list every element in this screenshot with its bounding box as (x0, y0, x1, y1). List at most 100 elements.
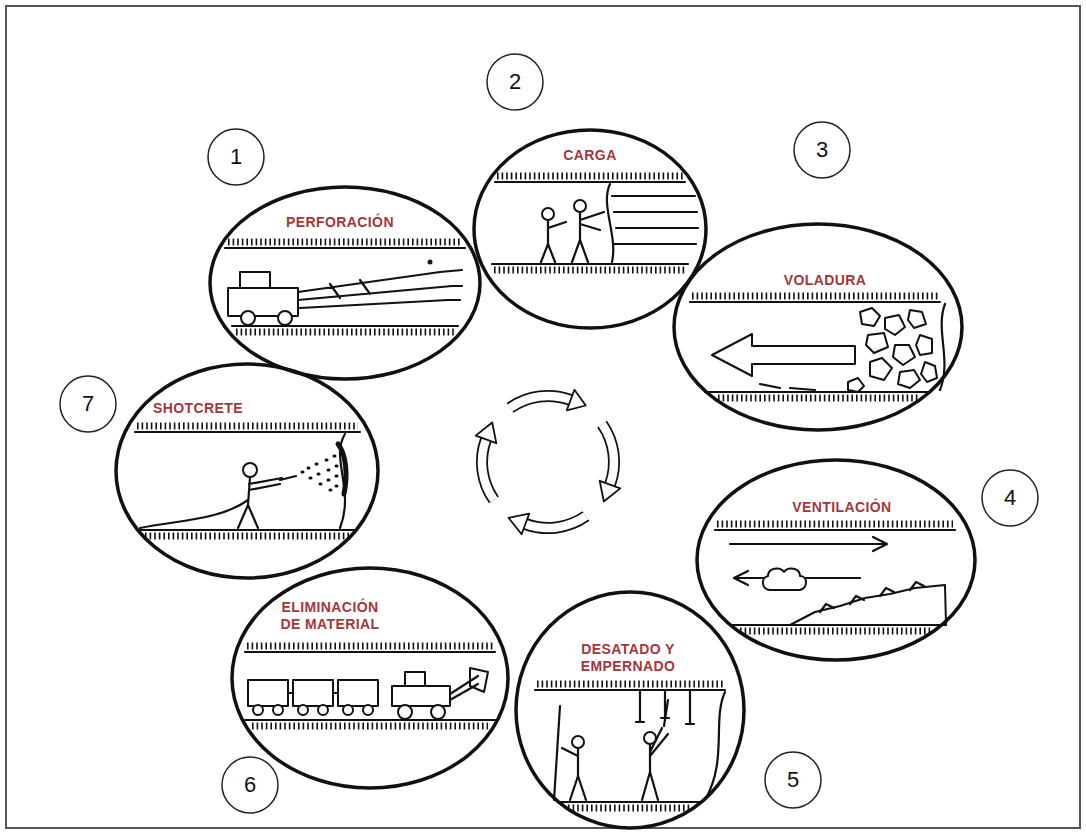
callout-number: 6 (222, 757, 278, 813)
cycle-arrow-shaft (510, 396, 570, 408)
blast-arrow (712, 334, 855, 376)
step-title: ELIMINACIÓN DE MATERIAL (272, 599, 388, 633)
tunnel-lines (715, 530, 955, 625)
rock-hatch (137, 426, 358, 536)
step-circle: ELIMINACIÓN DE MATERIAL (230, 566, 510, 790)
step-outline (114, 362, 380, 580)
callout-number-holder: 5 (765, 752, 821, 808)
tunnel-lines (535, 690, 725, 802)
step-title: SHOTCRETE (153, 400, 243, 417)
drilling-sketch (225, 242, 465, 332)
step-outline (695, 458, 977, 662)
cycle-arrow-shaft (482, 439, 494, 500)
mucking-sketch (245, 646, 495, 726)
tunnel-lines (245, 652, 495, 720)
blasting-sketch (690, 296, 945, 398)
cycle-arrows (476, 390, 621, 535)
frame (6, 6, 1080, 828)
step-ellipse (516, 592, 744, 828)
charging-sketch (492, 176, 698, 270)
worker-head (572, 736, 584, 748)
rock-hatch (692, 296, 938, 398)
step-title: PERFORACIÓN (286, 214, 394, 231)
wheel (318, 705, 328, 715)
callout-circle (982, 470, 1038, 526)
bolting-worker (642, 700, 668, 800)
rock-hatch (494, 176, 686, 270)
callout-circle (208, 129, 264, 185)
rock-hatch (537, 684, 723, 808)
step-title: CARGA (563, 147, 616, 164)
spray (302, 456, 337, 490)
tunnel-lines (690, 302, 945, 392)
air-arrows (730, 537, 887, 585)
callout-number-holder: 6 (222, 757, 278, 813)
worker-head (574, 200, 586, 212)
callout-number: 7 (60, 376, 116, 432)
step-circle: CARGA (472, 128, 708, 330)
sprayed-layer (338, 444, 346, 494)
callout-number-holder: 7 (60, 376, 116, 432)
cycle-arrow-shaft (525, 516, 586, 528)
cycle-arrow-shaft (510, 396, 570, 408)
shotcrete-sketch (135, 426, 360, 536)
callout-number-holder: 1 (208, 129, 264, 185)
rock-hatch (247, 646, 493, 726)
step-ellipse (116, 364, 378, 578)
callout-circle (794, 122, 850, 178)
callout-number: 2 (487, 54, 543, 110)
step-outline (672, 222, 964, 432)
worker (541, 220, 566, 262)
worker-head (542, 208, 554, 220)
wheel (343, 705, 353, 715)
cycle-arrow-head (567, 390, 586, 411)
scaling-worker (554, 706, 586, 800)
callout-number: 4 (982, 470, 1038, 526)
loader-arm (450, 676, 478, 700)
face-and-holes (492, 182, 698, 264)
drill-booms (298, 270, 462, 308)
tunnel-lines (135, 432, 360, 530)
step-outline (514, 590, 746, 830)
cycle-arrow-shaft (525, 516, 586, 528)
wheel (241, 311, 255, 325)
ventilation-sketch (715, 524, 955, 631)
drill-jumbo (228, 272, 298, 316)
step-ellipse (210, 187, 480, 379)
callout-circle (765, 752, 821, 808)
step-title: VOLADURA (784, 272, 867, 289)
wheel (431, 705, 445, 719)
mine-cars (248, 680, 378, 706)
step-circle: DESATADO Y EMPERNADO (514, 590, 746, 830)
wheel (278, 311, 292, 325)
muck-pile (790, 585, 946, 625)
callout-number: 5 (765, 752, 821, 808)
cycle-arrow-head (509, 514, 530, 535)
step-ellipse (474, 130, 706, 328)
step-title: DESATADO Y EMPERNADO (572, 641, 684, 675)
blasted-rocks (848, 308, 937, 392)
wheel (363, 705, 373, 715)
step-circle: SHOTCRETE (114, 362, 380, 580)
callout-circle (222, 757, 278, 813)
step-circle: VENTILACIÓN (695, 458, 977, 662)
step-ellipse (697, 460, 975, 660)
car-couplers (288, 692, 338, 694)
cycle-arrow-head (600, 481, 621, 502)
wheel (398, 705, 412, 719)
step-ellipse (674, 224, 962, 430)
callout-circle (487, 54, 543, 110)
cycle-arrow-shaft (482, 439, 494, 500)
cycle-arrow-shaft (602, 424, 614, 485)
rock-dot (428, 260, 433, 265)
callout-circles (60, 54, 1038, 813)
hose (140, 500, 248, 528)
step-circle: PERFORACIÓN (208, 185, 482, 381)
rock-hatch (228, 242, 462, 332)
tunnel-lines (225, 248, 465, 326)
rock-hatch (717, 524, 953, 631)
step-title: VENTILACIÓN (792, 499, 891, 516)
